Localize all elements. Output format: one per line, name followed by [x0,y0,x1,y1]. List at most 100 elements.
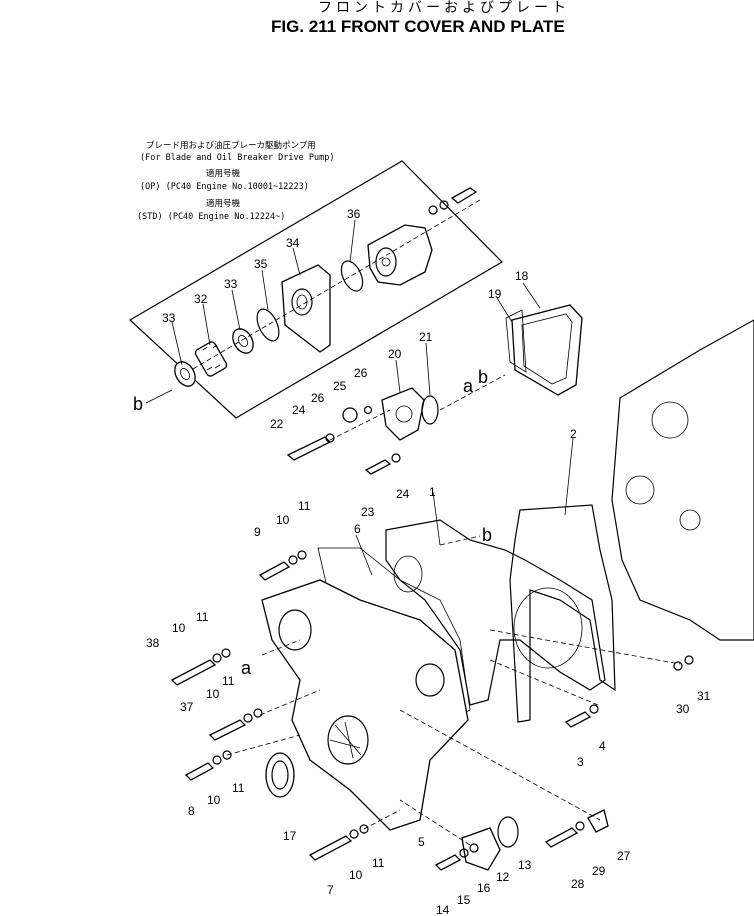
application-note: ブレード用および油圧ブレーカ駆動ポンプ用 (For Blade and Oil … [137,140,334,222]
note-line-5: 適用号機 [206,198,241,209]
hydraulic-pump [367,224,433,286]
washer-inset-2 [439,200,449,210]
bolt-28 [544,827,579,848]
callout-32: 32 [194,292,208,306]
callout-3: 3 [577,755,584,769]
callout-20: 20 [388,347,402,361]
bolt-9 [258,561,291,581]
callout-10-b: 10 [172,621,186,635]
callout-9: 9 [254,525,261,539]
upper-cover-parts [286,304,583,475]
callout-24-a: 24 [292,403,306,417]
callout-23: 23 [361,505,375,519]
ref-a-upper: a [463,376,474,396]
cover-plate-12 [461,827,501,871]
ref-a-cover: a [241,658,252,678]
ref-b-inset: b [133,394,143,414]
callout-17: 17 [283,829,297,843]
note-line-2: (For Blade and Oil Breaker Drive Pump) [140,153,334,163]
plate-20 [381,387,425,441]
ref-b-plate: b [482,525,492,545]
figure-title: FIG. 211 FRONT COVER AND PLATE [271,17,565,36]
washer-31 [684,655,694,665]
callout-10-c: 10 [206,687,220,701]
title-japanese: フロントカバーおよびプレート [318,0,570,16]
callout-21: 21 [419,330,433,344]
callout-10-d: 10 [207,793,221,807]
gasket-19 [505,309,527,373]
callout-26-b: 26 [354,366,368,380]
part-callouts: 1 2 3 4 5 6 7 8 9 10 11 10 11 38 11 10 3… [146,207,711,916]
callout-28: 28 [571,877,585,891]
callout-11-a: 11 [298,499,311,513]
callout-27: 27 [617,849,631,863]
callout-10-a: 10 [276,513,290,527]
callout-29: 29 [592,864,606,878]
callout-30: 30 [676,702,690,716]
o-ring-13 [497,816,519,848]
bolt-inset [450,187,478,204]
note-line-3: 適用号機 [206,168,241,179]
callout-18: 18 [515,269,529,283]
callout-7: 7 [327,883,334,897]
callout-24-b: 24 [396,487,410,501]
callout-15: 15 [457,893,471,907]
callout-26-a: 26 [311,391,325,405]
front-cover [261,579,469,831]
bolt-22 [286,436,332,461]
bolt-38 [170,659,217,686]
bolt-7 [308,835,353,861]
callout-12: 12 [496,870,510,884]
washer-inset-1 [428,205,438,215]
callout-2: 2 [570,427,577,441]
callout-25: 25 [333,379,347,393]
callout-14: 14 [436,903,450,916]
bearing-left [174,361,196,387]
note-line-1: ブレード用および油圧ブレーカ駆動ポンプ用 [146,140,316,151]
inset-frame [128,160,503,419]
engine-block [611,319,754,641]
bearing-right [232,328,254,354]
callout-10-e: 10 [349,868,363,882]
callout-34: 34 [286,236,300,250]
callout-1: 1 [429,485,436,499]
bolt-3 [564,711,592,728]
bolt-8 [184,762,215,781]
callout-11-b: 11 [196,610,209,624]
callout-35: 35 [254,257,268,271]
callout-13: 13 [518,858,532,872]
callout-4: 4 [599,739,606,753]
drive-pump-parts [174,187,478,387]
callout-5: 5 [418,835,425,849]
callout-8: 8 [188,804,195,818]
ref-b-upper: b [478,367,488,387]
callout-31: 31 [697,689,711,703]
callout-37: 37 [180,700,194,714]
pump-case [281,264,331,353]
callout-11-d: 11 [232,781,245,795]
bolt-14 [434,854,462,871]
callout-33-b: 33 [224,277,238,291]
callout-22: 22 [270,417,284,431]
o-ring-35 [256,308,280,342]
front-plate-1 [385,519,606,706]
note-line-4: (OP) (PC40 Engine No.10001~12223) [140,182,309,192]
drive-gear [194,341,228,377]
callout-19: 19 [488,287,502,301]
leader-lines [171,219,574,576]
gasket-2 [509,504,616,723]
callout-16: 16 [477,881,491,895]
cover-18 [511,304,583,396]
callout-36: 36 [347,207,361,221]
bolt-37 [208,719,247,741]
oil-seal-17 [265,752,295,798]
o-ring-21 [421,395,439,425]
clip-27 [587,809,609,833]
washer-30 [673,661,683,671]
callout-38: 38 [146,636,160,650]
bolt-23 [364,459,392,475]
note-line-6: (STD) (PC40 Engine No.12224~) [137,212,285,222]
assembly-lines [192,199,681,846]
callout-6: 6 [354,522,361,536]
